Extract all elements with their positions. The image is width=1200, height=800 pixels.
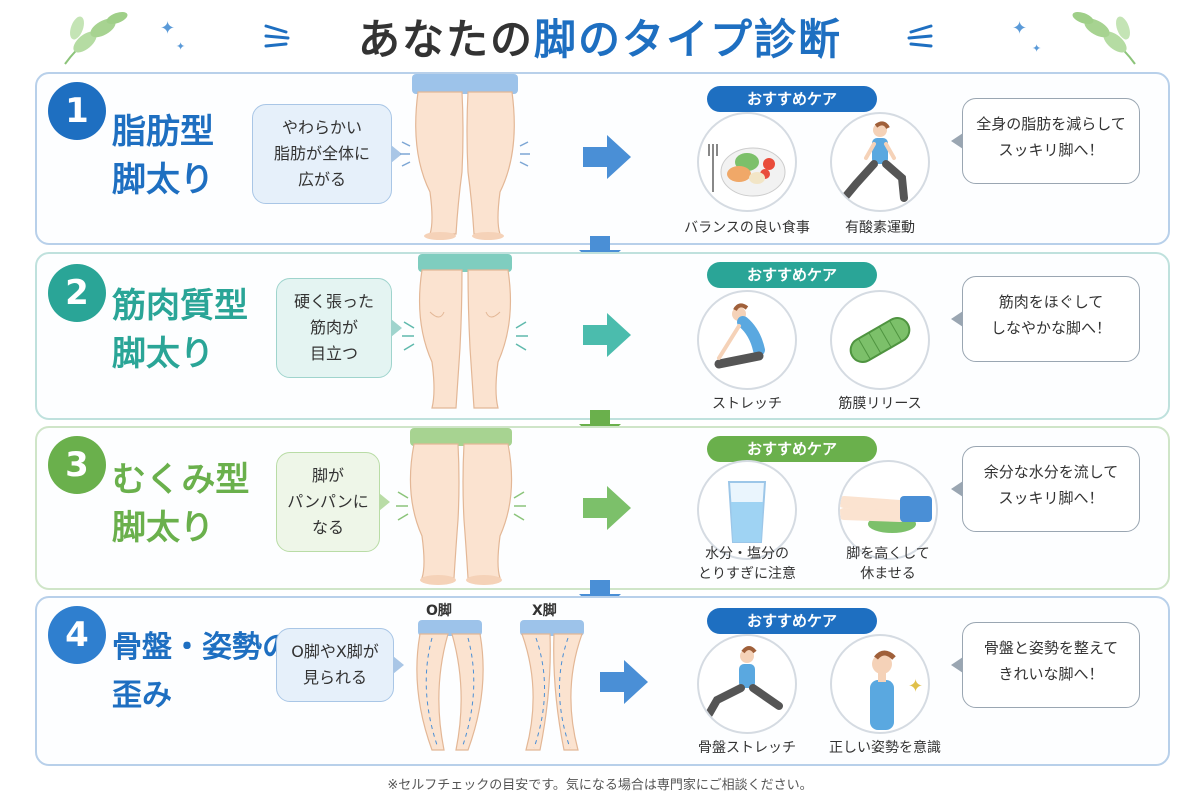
o-legs-illustration [416,620,484,751]
type-name: 脂肪型 脚太り [112,112,214,200]
care-caption: 水分・塩分の とりすぎに注意 [698,546,796,582]
sparkle-icon: ✦ [176,40,186,53]
sparkle-icon: ✦ [160,18,176,39]
type-number-badge: 2 [48,264,106,322]
fat-legs-illustration [400,74,530,240]
meal-icon [708,144,786,197]
type-number-badge: 1 [48,82,106,140]
care-label-pill: おすすめケア [707,262,877,288]
result-bubble: 筋肉をほぐして しなやかな脚へ！ [951,276,1140,362]
foam-roller-icon [849,317,911,363]
right-dash-decoration [907,24,933,48]
type-name: 骨盤・姿勢の 歪み [112,630,292,713]
result-bubble: 骨盤と姿勢を整えて きれいな脚へ！ [951,622,1140,708]
care-image-pelvic-stretch [697,634,797,734]
x-legs-illustration [520,620,584,751]
stretch-icon [714,303,765,369]
care-caption: 脚を高くして 休ませる [846,546,930,582]
lunge-exercise-icon [842,121,908,202]
symptom-bubble: O脚やX脚が 見られる [276,628,404,702]
type-name: 筋肉質型 脚太り [112,286,248,374]
care-image-raised-legs [838,460,938,560]
right-arrow-icon [583,135,631,179]
sparkle-icon: ✦ [1032,42,1042,55]
x-leg-label: X脚 [532,603,557,619]
sparkle-icon: ✦ [1012,18,1028,39]
symptom-bubble: 硬く張った 筋肉が 目立つ [276,278,402,378]
o-leg-label: O脚 [426,603,452,619]
swollen-legs-illustration [396,428,526,585]
left-leaves-icon [64,11,128,65]
footnote: ※セルフチェックの目安です。気になる場合は専門家にご相談ください。 [387,778,813,793]
care-image-posture [830,634,930,734]
raised-legs-icon [840,496,932,533]
left-dash-decoration [264,24,290,48]
header: ✦ ✦ あなたの脚のタイプ診断 ✦ ✦ [0,0,1200,72]
result-bubble: 余分な水分を流して スッキリ脚へ！ [951,446,1140,532]
right-arrow-icon [583,313,631,357]
care-image-stretch [697,290,797,390]
care-caption: バランスの良い食事 [684,220,810,236]
right-arrow-icon [600,660,648,704]
water-glass-icon [727,481,767,543]
result-bubble: 全身の脂肪を減らして スッキリ脚へ！ [951,98,1140,184]
care-label-pill: おすすめケア [707,86,877,112]
type-number-badge: 4 [48,606,106,664]
care-image-water [697,460,797,560]
care-image-meal [697,112,797,212]
care-image-exercise [830,112,930,212]
care-image-roller [830,290,930,390]
care-caption: 正しい姿勢を意識 [829,740,941,756]
posture-icon [870,650,896,730]
right-arrow-icon [583,486,631,530]
right-leaves-icon [1072,11,1136,65]
page-title: あなたの脚のタイプ診断 [357,15,843,64]
care-label-pill: おすすめケア [707,436,877,462]
sparkle-icon: ✦ [908,676,924,697]
symptom-bubble: 脚が パンパンに なる [276,452,390,552]
type-name: むくみ型 脚太り [112,460,250,548]
pelvic-stretch-icon [705,646,783,718]
muscle-legs-illustration [402,254,528,409]
care-label-pill: おすすめケア [707,608,877,634]
care-caption: 筋膜リリース [838,396,922,412]
type-number-badge: 3 [48,436,106,494]
care-caption: 骨盤ストレッチ [698,740,796,756]
care-caption: 有酸素運動 [845,220,915,236]
care-caption: ストレッチ [712,396,782,412]
symptom-bubble: やわらかい 脂肪が全体に 広がる [252,104,402,204]
